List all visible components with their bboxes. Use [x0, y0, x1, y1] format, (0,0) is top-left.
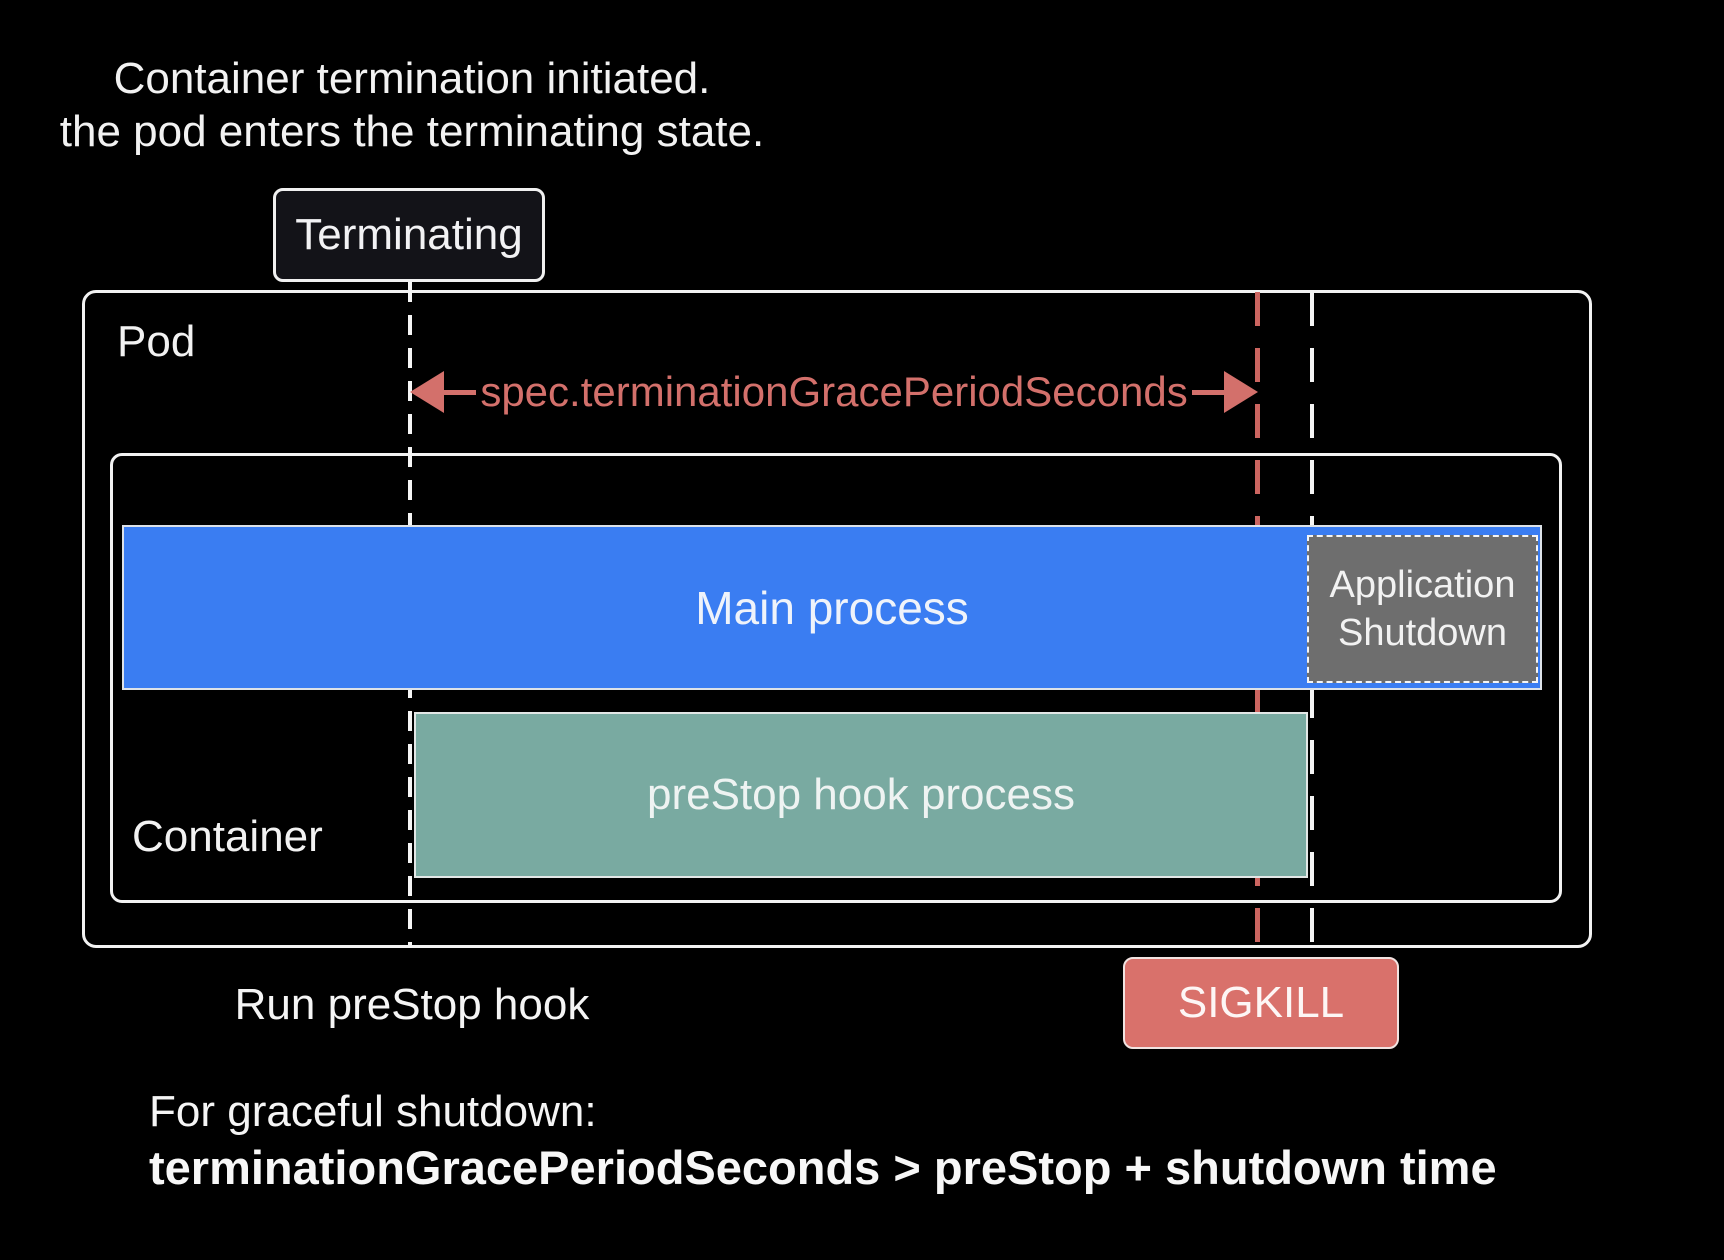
- title-line-2: the pod enters the terminating state.: [59, 107, 765, 156]
- main-process-bar: Main process: [122, 525, 1542, 690]
- application-shutdown-label-line2: Shutdown: [1337, 612, 1507, 654]
- arrow-shaft-right: [1191, 389, 1225, 395]
- footer-note-line1: For graceful shutdown:: [149, 1087, 597, 1136]
- arrow-right-icon: [1224, 371, 1259, 413]
- grace-period-annotation-text: spec.terminationGracePeriodSeconds: [480, 368, 1188, 415]
- main-process-label: Main process: [695, 581, 969, 634]
- arrow-left-icon: [410, 371, 444, 413]
- terminating-badge: Terminating: [273, 188, 545, 282]
- prestop-hook-bar: preStop hook process: [414, 712, 1308, 878]
- container-label: Container: [132, 812, 323, 861]
- prestop-hook-label: preStop hook process: [646, 770, 1076, 819]
- application-shutdown-label-line1: Application: [1329, 564, 1516, 606]
- arrow-shaft-left: [444, 389, 477, 395]
- sigkill-label: SIGKILL: [1177, 978, 1345, 1027]
- container-box: [110, 453, 1562, 903]
- run-prestop-hook-label: Run preStop hook: [234, 980, 590, 1029]
- sigkill-badge: SIGKILL: [1123, 957, 1399, 1049]
- title-line-1: Container termination initiated.: [113, 54, 711, 103]
- footer-note-line2: terminationGracePeriodSeconds > preStop …: [149, 1141, 1497, 1194]
- application-shutdown-box: Application Shutdown: [1307, 535, 1538, 683]
- terminating-badge-label: Terminating: [295, 210, 523, 259]
- pod-label: Pod: [117, 317, 196, 366]
- diagram-title: Container termination initiated. the pod…: [0, 52, 824, 158]
- grace-period-annotation: spec.terminationGracePeriodSeconds: [410, 366, 1259, 418]
- pod-box: [82, 290, 1592, 948]
